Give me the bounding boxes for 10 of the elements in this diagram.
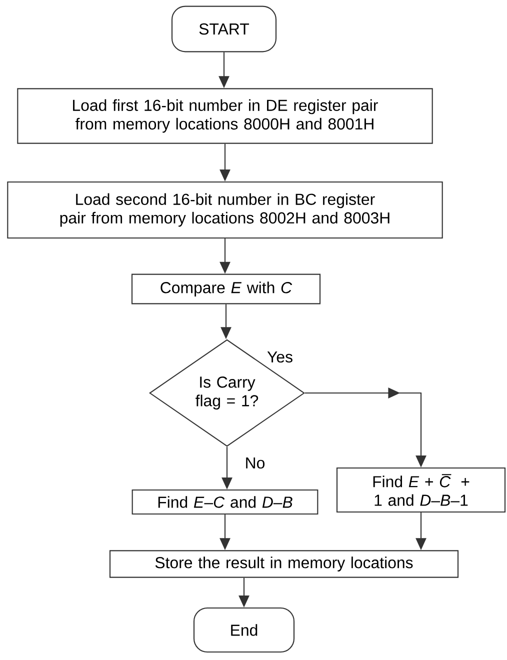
process-box: Find E–C and D–B	[132, 489, 318, 515]
terminal-box: START	[171, 6, 277, 52]
terminal-box: End	[193, 607, 295, 653]
process-box: Compare E with C	[131, 274, 321, 304]
process-box: Load second 16-bit number in BC register pair from memory locations 8002H and 8003H	[7, 181, 443, 239]
process-box: Find E + C̅ + 1 and D–B–1	[336, 467, 506, 513]
process-box: Store the result in memory locations	[109, 550, 459, 578]
edge-label: Yes	[266, 350, 294, 364]
process-box: Load first 16-bit number in DE register pair from memory locations 8000H and 8001H	[17, 88, 433, 144]
edge-label: No	[243, 456, 267, 470]
